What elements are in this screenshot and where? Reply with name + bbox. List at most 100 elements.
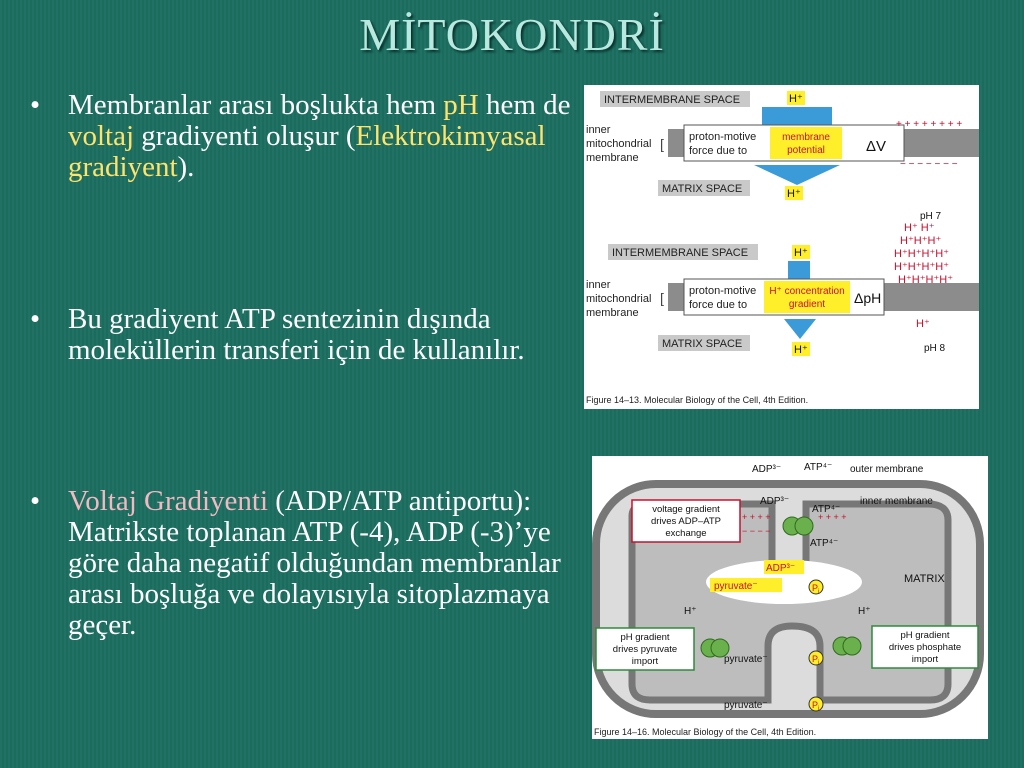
h-cluster-row: H⁺ H⁺	[904, 222, 935, 234]
voltage-gradient-box	[631, 499, 741, 543]
adp3-outer-label: ADP³⁻	[752, 464, 781, 475]
membrane-label: inner	[586, 279, 611, 291]
bullet-text: Voltaj Gradiyenti (ADP/ATP antiportu): M…	[68, 486, 575, 641]
matrix-label: MATRIX	[904, 573, 945, 585]
phosphate-label: P	[812, 700, 818, 710]
down-arrow-icon	[784, 319, 816, 339]
h-plus-badge	[792, 342, 810, 356]
atp4-matrix-label: ATP⁴⁻	[810, 538, 838, 549]
ph-pyruvate-text: import	[632, 656, 659, 667]
concentration-gradient-text: gradient	[789, 299, 825, 310]
matrix-space-label-bg	[658, 180, 750, 196]
plus-charges: + + + +	[818, 512, 847, 522]
membrane-potential-text: membrane	[782, 132, 830, 143]
adp3-matrix-badge	[764, 560, 804, 574]
h-plus-label: H⁺	[794, 247, 808, 259]
h-cluster-row: H⁺H⁺H⁺H⁺	[894, 261, 949, 273]
bullet-text: Bu gradiyent ATP sentezinin dışında mole…	[68, 303, 525, 366]
outer-membrane-label: outer membrane	[850, 464, 924, 475]
proton-motive-text: proton-motive	[689, 131, 756, 143]
text-segment: (ADP/ATP antiportu): Matrikste toplanan …	[68, 485, 561, 641]
bullet-electrochemical: • Membranlar arası boşlukta hem pH hem d…	[30, 90, 575, 183]
bullet-voltage-gradient: • Voltaj Gradiyenti (ADP/ATP antiportu):…	[30, 486, 575, 641]
h-plus-badge	[787, 91, 805, 105]
slide-title: MİTOKONDRİ	[359, 9, 665, 60]
minus-charges: − − − − − − −	[900, 159, 958, 170]
minus-charges: − − − −	[742, 526, 771, 536]
ph-phosphate-box	[871, 625, 979, 669]
membrane-potential-box	[770, 127, 842, 159]
pyruvate-matrix-badge	[710, 578, 782, 592]
h-plus-badge	[785, 186, 803, 200]
h-plus-label: H⁺	[794, 344, 808, 356]
ph8-label: pH 8	[924, 343, 946, 354]
atp4-inner-label: ATP⁴⁻	[812, 504, 840, 515]
highlight-elektrokimyasal: Elektrokimyasal gradiyent	[68, 120, 546, 183]
intermembrane-space-label: INTERMEMBRANE SPACE	[604, 94, 740, 106]
h-plus-label: H⁺	[789, 93, 803, 105]
highlight-voltaj: voltaj	[68, 120, 135, 152]
phosphate-label: i	[818, 706, 819, 712]
phosphate-icon	[808, 579, 824, 595]
concentration-gradient-text: H⁺ concentration	[769, 286, 844, 297]
ph-phosphate-text: import	[912, 654, 939, 665]
highlight-ph: pH	[443, 89, 479, 121]
mitochondrial-transport-figure: ADP³⁻ ATP⁴⁻ outer membrane inner membran…	[592, 456, 988, 739]
matrix-highlight	[706, 560, 862, 604]
h-plus-label: H⁺	[916, 318, 930, 330]
h-cluster-row: H⁺H⁺H⁺H⁺	[894, 248, 949, 260]
proton-motive-text: proton-motive	[689, 285, 756, 297]
delta-ph-label: ΔpH	[854, 290, 881, 306]
force-due-to-text: force due to	[689, 145, 747, 157]
bullet-marker: •	[30, 485, 41, 517]
ph-pyruvate-text: pH gradient	[620, 632, 669, 643]
adp3-matrix-label: ADP³⁻	[766, 563, 795, 574]
bullet-text: Membranlar arası boşlukta hem pH hem de …	[68, 90, 575, 183]
pyruvate-matrix-label: pyruvate⁻	[714, 581, 758, 592]
h-plus-cluster: H⁺ H⁺ H⁺H⁺H⁺ H⁺H⁺H⁺H⁺ H⁺H⁺H⁺H⁺ H⁺H⁺H⁺H⁺	[894, 222, 953, 286]
voltage-box-text: exchange	[665, 528, 706, 539]
intermembrane-space-label: INTERMEMBRANE SPACE	[612, 247, 748, 259]
phosphate-icon	[808, 696, 824, 712]
bullet-atp-synthesis: • Bu gradiyent ATP sentezinin dışında mo…	[30, 304, 575, 366]
pyruvate-symporter-icon	[710, 638, 730, 658]
matrix-space-label-bg	[658, 335, 750, 351]
bullet-marker: •	[30, 89, 41, 121]
force-due-to-text: force due to	[689, 299, 747, 311]
adp3-inner-label: ADP³⁻	[760, 496, 789, 507]
phosphate-label: P	[812, 583, 818, 593]
pyruvate-outer-label: pyruvate⁻	[724, 700, 768, 711]
membrane-label: inner	[586, 124, 611, 136]
proton-motive-force-diagram: INTERMEMBRANE SPACE H⁺ proton-motive for…	[586, 91, 979, 405]
membrane-label: mitochondrial	[586, 293, 651, 305]
voltage-box-text: drives ADP–ATP	[651, 516, 721, 527]
h-plus-label: H⁺	[684, 606, 697, 617]
intermembrane-space-label-bg	[600, 91, 750, 107]
ph-pyruvate-box	[595, 627, 695, 671]
arrow-shaft	[788, 261, 810, 283]
h-plus-label: H⁺	[787, 188, 801, 200]
matrix-space-label: MATRIX SPACE	[662, 338, 742, 350]
bullet-marker: •	[30, 303, 41, 335]
phosphate-label: i	[818, 589, 819, 595]
ph-pyruvate-text: drives pyruvate	[613, 644, 677, 655]
text-segment: gradiyenti oluşur (	[134, 120, 356, 152]
phosphate-label: i	[818, 660, 819, 666]
intermembrane-space-label-bg	[608, 244, 758, 260]
ph7-label: pH 7	[920, 211, 942, 222]
inner-membrane-label: inner membrane	[860, 496, 933, 507]
ph-phosphate-text: pH gradient	[900, 630, 949, 641]
voltage-box-text: voltage gradient	[652, 504, 720, 515]
ph-phosphate-text: drives phosphate	[889, 642, 961, 653]
figure-caption: Figure 14–16. Molecular Biology of the C…	[594, 727, 816, 737]
text-segment: Membranlar arası boşlukta hem	[68, 89, 444, 121]
mitochondrial-transport-diagram: ADP³⁻ ATP⁴⁻ outer membrane inner membran…	[592, 462, 984, 737]
pyruvate-inner-label: pyruvate⁻	[724, 654, 768, 665]
phosphate-label: P	[812, 654, 818, 664]
atp4-outer-label: ATP⁴⁻	[804, 462, 832, 473]
matrix-space-label: MATRIX SPACE	[662, 183, 742, 195]
figure-caption: Figure 14–13. Molecular Biology of the C…	[586, 395, 808, 405]
delta-v-label: ΔV	[866, 138, 886, 155]
bracket-icon: [	[660, 136, 664, 152]
bracket-icon: [	[660, 290, 664, 306]
